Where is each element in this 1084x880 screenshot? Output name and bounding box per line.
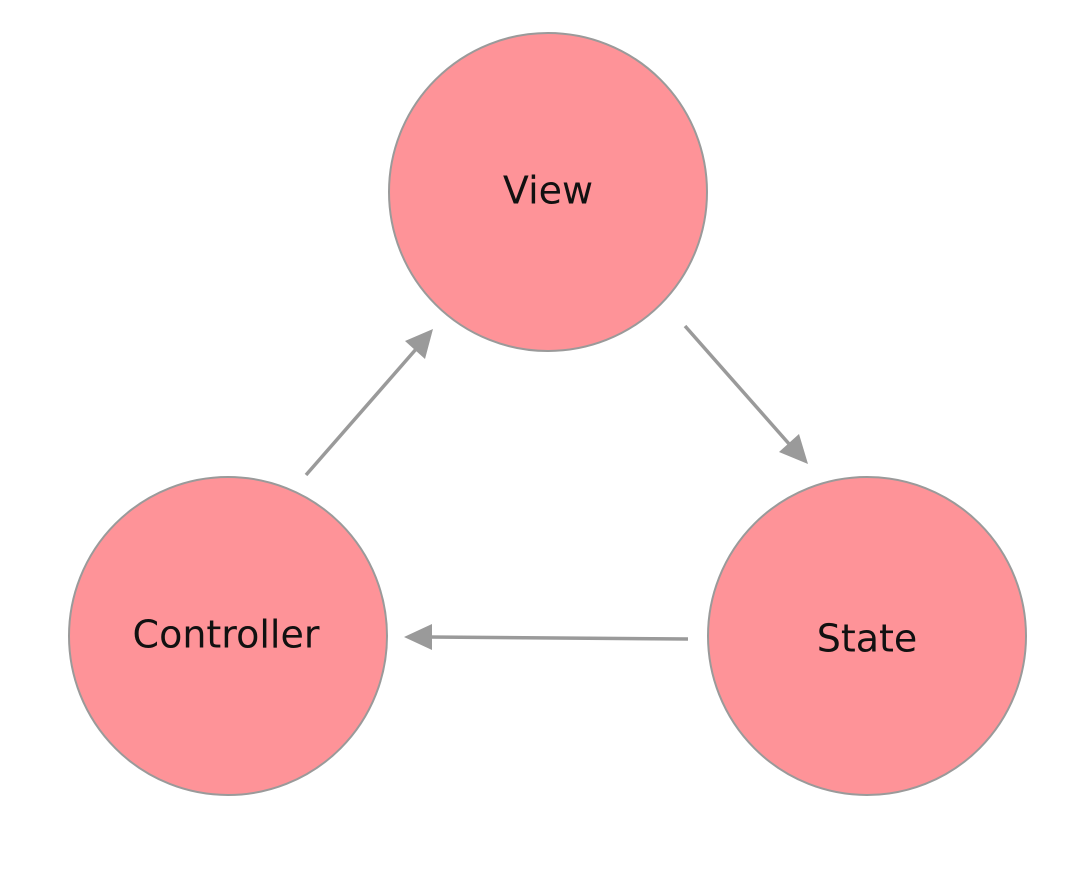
arrow-state-to-controller-head [404,624,432,650]
node-state-label: State [817,617,918,661]
node-view-circle [388,32,708,352]
node-state-circle [707,476,1027,796]
node-view-label: View [503,169,593,213]
arrow-state-to-controller [404,624,689,650]
arrow-controller-to-view [304,329,433,477]
node-state: State [707,476,1027,796]
node-controller: Controller [68,476,388,796]
node-controller-circle [68,476,388,796]
arrow-view-to-state-head [779,434,808,464]
arrow-controller-to-view-shaft [304,346,419,477]
arrow-controller-to-view-head [405,329,433,359]
arrow-view-to-state-shaft [683,324,792,447]
arrow-state-to-controller-shaft [427,635,689,641]
node-view: View [388,32,708,352]
arrow-view-to-state [683,324,808,464]
node-controller-label: Controller [133,613,320,657]
